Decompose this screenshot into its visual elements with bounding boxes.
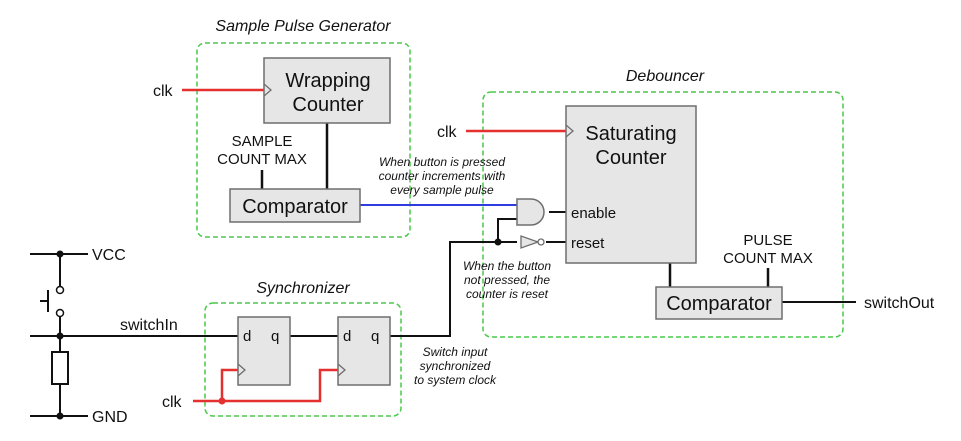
- sample-count-max-label-1: SAMPLE: [232, 133, 293, 150]
- sample-comparator-label: Comparator: [242, 196, 348, 218]
- switch-node-junction: [56, 332, 64, 340]
- sync-switch-wire: [390, 241, 517, 337]
- ff2-d-label: d: [343, 328, 351, 345]
- enable-port-label: enable: [571, 205, 616, 222]
- sync-junction: [494, 238, 502, 246]
- ff2-q-label: q: [371, 328, 379, 345]
- clk-label-synchronizer: clk: [162, 394, 183, 411]
- sample-count-max-label-2: COUNT MAX: [217, 151, 307, 168]
- wrapping-counter-label-1: Wrapping: [285, 70, 370, 92]
- wrapping-counter-block: [263, 57, 391, 124]
- synchronizer-group: [204, 302, 402, 417]
- note-not-pressed-1: When the button: [463, 259, 551, 273]
- and-input-branch: [497, 218, 517, 242]
- clk-label-saturating: clk: [437, 124, 458, 141]
- resistor-icon: [51, 351, 69, 385]
- saturating-counter-block: [565, 105, 697, 264]
- pulse-count-max-label-2: COUNT MAX: [723, 250, 813, 267]
- switch-in-label: switchIn: [120, 317, 178, 334]
- debouncer-title: Debouncer: [626, 68, 705, 85]
- sample-pulse-generator-title: Sample Pulse Generator: [215, 18, 391, 35]
- note-not-pressed-3: counter is reset: [466, 287, 549, 301]
- vcc-label: VCC: [92, 247, 126, 264]
- saturating-counter-clock-icon: [565, 124, 574, 138]
- synchronizer-title: Synchronizer: [256, 280, 350, 297]
- note-pressed-1: When button is pressed: [379, 155, 505, 169]
- reset-port-label: reset: [571, 235, 605, 252]
- push-button-icon: [40, 285, 65, 318]
- note-sync-2: synchronized: [420, 359, 491, 373]
- switch-out-label: switchOut: [864, 295, 935, 312]
- sample-pulse-generator-group: [196, 42, 411, 238]
- gnd-junction: [56, 412, 64, 420]
- not-gate-icon: [520, 235, 545, 249]
- wrapping-counter-clock-icon: [263, 83, 272, 97]
- clk-wire-synchronizer: [193, 368, 338, 403]
- saturating-counter-label-1: Saturating: [585, 123, 676, 145]
- wrapping-counter-label-2: Counter: [292, 94, 363, 116]
- ff1-d-label: d: [243, 328, 251, 345]
- clk-label-wrapping: clk: [153, 83, 174, 100]
- clk-wire-ff1: [220, 368, 238, 401]
- sample-comparator-block: [229, 188, 361, 223]
- pulse-count-max-label-1: PULSE: [743, 232, 792, 249]
- note-pressed-3: every sample pulse: [390, 183, 494, 197]
- flip-flop-2: d q: [337, 316, 391, 386]
- note-sync-1: Switch input: [423, 345, 488, 359]
- flip-flop-1: d q: [237, 316, 291, 386]
- clk-junction: [218, 397, 226, 405]
- note-sync-3: to system clock: [414, 373, 497, 387]
- note-pressed-2: counter increments with: [379, 169, 506, 183]
- gnd-label: GND: [92, 409, 128, 426]
- ff1-q-label: q: [271, 328, 279, 345]
- debouncer-group: [482, 91, 844, 338]
- note-not-pressed-2: not pressed, the: [464, 273, 550, 287]
- saturating-counter-label-2: Counter: [595, 147, 666, 169]
- vcc-junction: [56, 250, 64, 258]
- debounce-comparator-block: [655, 286, 783, 320]
- and-gate-icon: [516, 198, 545, 226]
- debounce-comparator-label: Comparator: [666, 293, 772, 315]
